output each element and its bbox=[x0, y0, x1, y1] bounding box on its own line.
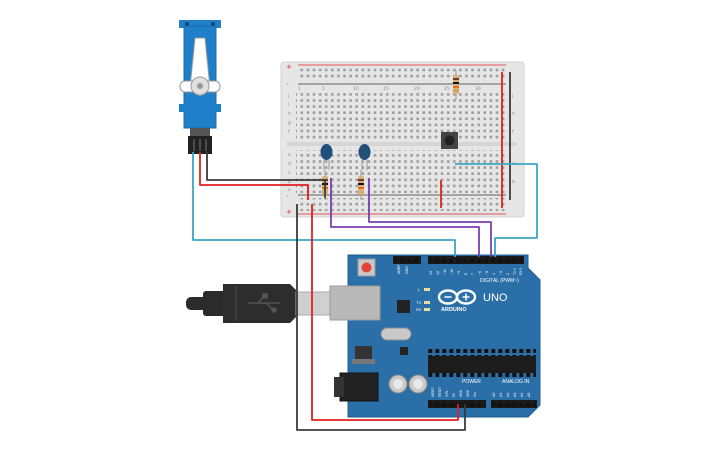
row-letter: f bbox=[288, 129, 290, 135]
analog-label: ANALOG IN bbox=[502, 379, 530, 385]
pin-label: 2 bbox=[506, 273, 510, 275]
crystal-oscillator bbox=[380, 327, 412, 341]
pin-label: A0 bbox=[492, 393, 496, 397]
pin-label: 5V bbox=[452, 392, 456, 397]
digital-pin-labels: 13 12 ~11 ~10 ~9 8 7 ~6 ~5 4 ~3 2 TX 1 R… bbox=[429, 268, 523, 275]
column-number: 10 bbox=[353, 86, 359, 92]
rail-plus-bottom: + bbox=[286, 208, 292, 216]
resistor bbox=[358, 170, 364, 200]
power-label: POWER bbox=[462, 379, 481, 385]
pin-label: A1 bbox=[499, 393, 503, 397]
column-numbers: 1 5 10 15 20 25 30 bbox=[298, 86, 481, 92]
row-letter: f bbox=[512, 129, 514, 135]
wire-cyan bbox=[455, 163, 538, 257]
pin-label: TX 1 bbox=[513, 268, 517, 275]
board-model: UNO bbox=[483, 292, 508, 304]
column-number: 25 bbox=[444, 86, 450, 92]
pin-label: ~3 bbox=[499, 271, 503, 275]
wire-purple bbox=[368, 178, 492, 257]
pin-label: 13 bbox=[429, 271, 433, 275]
voltage-regulator bbox=[355, 346, 372, 359]
wire-purple bbox=[330, 178, 480, 257]
rail-minus-bottom: - bbox=[286, 192, 289, 200]
board-brand: ARDUINO bbox=[441, 307, 467, 313]
column-number: 20 bbox=[414, 86, 420, 92]
wire-red bbox=[199, 152, 309, 200]
row-letter: h bbox=[288, 111, 291, 117]
pin-label: RX 0 bbox=[519, 268, 523, 275]
row-letter: e bbox=[288, 153, 291, 158]
row-letter: i bbox=[288, 102, 289, 108]
atmega-chip bbox=[428, 348, 536, 379]
breadboard: + - - + j i h g f e d c b a j h f d b 1 … bbox=[280, 61, 525, 218]
analog-pin-labels: A0 A1 A2 A3 A4 A5 bbox=[492, 393, 531, 397]
arduino-uno: AREF GND 13 12 ~11 ~10 ~9 8 7 ~6 ~5 4 ~3… bbox=[334, 254, 541, 418]
digital-label: DIGITAL (PWM~) bbox=[480, 278, 519, 284]
gnd-label: GND bbox=[405, 266, 409, 274]
pin-label: 8 bbox=[464, 273, 468, 275]
row-letter: g bbox=[288, 121, 291, 126]
led-l-label: L bbox=[418, 287, 421, 292]
wire-red bbox=[311, 204, 459, 421]
row-letter: b bbox=[288, 179, 291, 185]
led-rx bbox=[424, 308, 430, 311]
wire-black bbox=[206, 152, 326, 198]
led-l bbox=[424, 288, 430, 291]
pin-label: 12 bbox=[436, 271, 440, 275]
pin-label: A3 bbox=[513, 393, 517, 397]
wire-black bbox=[296, 204, 466, 431]
column-number: 1 bbox=[298, 86, 301, 92]
row-letter: c bbox=[288, 171, 291, 176]
led-tx bbox=[424, 301, 430, 304]
rail-minus-top: - bbox=[286, 80, 289, 88]
pin-label: ~11 bbox=[443, 269, 447, 275]
usb-symbol-icon bbox=[248, 293, 280, 313]
pin-label: 7 bbox=[471, 273, 475, 275]
arduino-logo-icon bbox=[437, 289, 477, 305]
usb-cable bbox=[186, 284, 381, 323]
blue-led bbox=[358, 144, 371, 170]
pin-label: IOREF bbox=[431, 387, 435, 397]
pin-label: GND bbox=[459, 389, 463, 397]
pin-label: 3.3V bbox=[445, 390, 449, 397]
column-number: 5 bbox=[322, 86, 325, 92]
column-number: 15 bbox=[383, 86, 389, 92]
wire-cyan bbox=[192, 152, 456, 257]
row-letter: b bbox=[512, 179, 515, 185]
pin-label: A2 bbox=[506, 393, 510, 397]
pin-label: A4 bbox=[520, 393, 524, 397]
servo-motor bbox=[179, 20, 221, 154]
usb-chip bbox=[397, 300, 410, 313]
blue-led bbox=[320, 144, 333, 170]
column-number: 30 bbox=[475, 86, 481, 92]
pin-label: 4 bbox=[492, 273, 496, 275]
pin-label: ~5 bbox=[485, 271, 489, 275]
aref-label: AREF bbox=[397, 264, 401, 274]
row-letter: d bbox=[288, 161, 291, 167]
reset-button[interactable] bbox=[357, 258, 376, 277]
row-letter: j bbox=[287, 93, 289, 99]
servo-horn-icon bbox=[179, 37, 221, 97]
wires bbox=[192, 72, 538, 431]
row-letter: h bbox=[512, 111, 515, 117]
row-letter: j bbox=[511, 93, 513, 99]
row-letter: a bbox=[288, 188, 291, 193]
pin-label: ~9 bbox=[457, 271, 461, 275]
led-rx-label: RX bbox=[416, 307, 422, 312]
pin-label: RESET bbox=[438, 386, 442, 397]
power-pin-labels: IOREF RESET 3.3V 5V GND GND Vin bbox=[431, 386, 477, 397]
power-jack[interactable] bbox=[339, 372, 379, 402]
pin-label: A5 bbox=[527, 393, 531, 397]
rail-plus-top: + bbox=[286, 63, 292, 71]
led-tx-label: TX bbox=[416, 300, 421, 305]
pin-label: GND bbox=[466, 389, 470, 397]
pin-label: Vin bbox=[473, 392, 477, 397]
push-button[interactable] bbox=[441, 132, 458, 149]
resistor bbox=[453, 70, 459, 100]
pin-label: ~10 bbox=[450, 269, 454, 275]
pin-label: ~6 bbox=[478, 271, 482, 275]
